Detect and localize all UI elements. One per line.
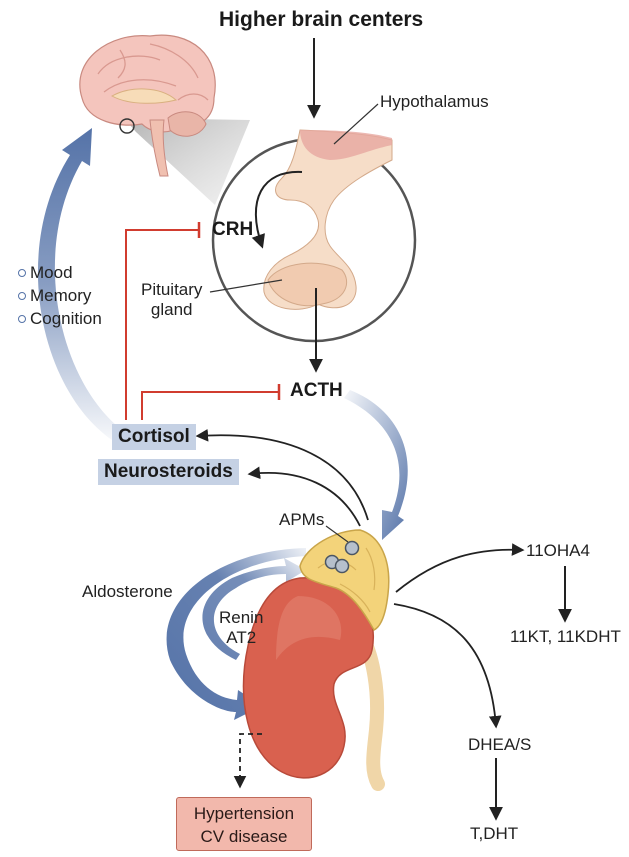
brain-effect-item: Memory (18, 284, 102, 307)
aldosterone-label: Aldosterone (82, 582, 173, 602)
cortisol-box: Cortisol (112, 424, 196, 450)
11oha4-label: 11OHA4 (526, 541, 590, 561)
acth-label: ACTH (290, 380, 343, 402)
hypothalamus-label: Hypothalamus (380, 92, 489, 112)
hypertension-cv-disease-box: Hypertension CV disease (176, 797, 312, 851)
pituitary-gland-label: Pituitary gland (141, 280, 202, 320)
higher-brain-centers-label: Higher brain centers (219, 8, 423, 33)
cortisol-acth-inhibition (142, 392, 278, 420)
adrenal-to-dhea-arrow (394, 604, 496, 726)
acth-to-adrenal-arrow (344, 390, 408, 540)
t-dht-label: T,DHT (470, 824, 518, 844)
brain-effects-list: Mood Memory Cognition (18, 261, 102, 330)
renin-at2-label: Renin AT2 (219, 608, 263, 648)
dhea-s-label: DHEA/S (468, 735, 531, 755)
apm-nodule (336, 560, 349, 573)
brain-effect-item: Mood (18, 261, 102, 284)
11kt-11kdht-label: 11KT, 11KDHT (510, 627, 621, 647)
apm-nodule (346, 542, 359, 555)
brain-effect-item: Cognition (18, 307, 102, 330)
kidney-illustration (243, 578, 378, 784)
crh-label: CRH (212, 219, 253, 241)
apms-label: APMs (279, 510, 324, 530)
adrenal-to-11oha4-arrow (396, 550, 522, 592)
neurosteroids-box: Neurosteroids (98, 459, 239, 485)
